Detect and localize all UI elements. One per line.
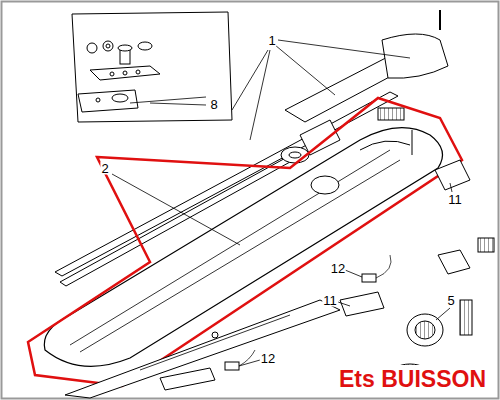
watermark: Ets BUISSON xyxy=(331,365,494,394)
callout-number: 12 xyxy=(330,262,346,275)
callout-number: 12 xyxy=(260,352,276,365)
callout-number: 11 xyxy=(447,193,463,206)
callout-number: 11 xyxy=(322,294,338,307)
callout-number: 8 xyxy=(209,98,218,111)
callout-number: 5 xyxy=(446,294,455,307)
callout-number: 1 xyxy=(267,34,276,47)
callout-number: 2 xyxy=(100,162,109,175)
